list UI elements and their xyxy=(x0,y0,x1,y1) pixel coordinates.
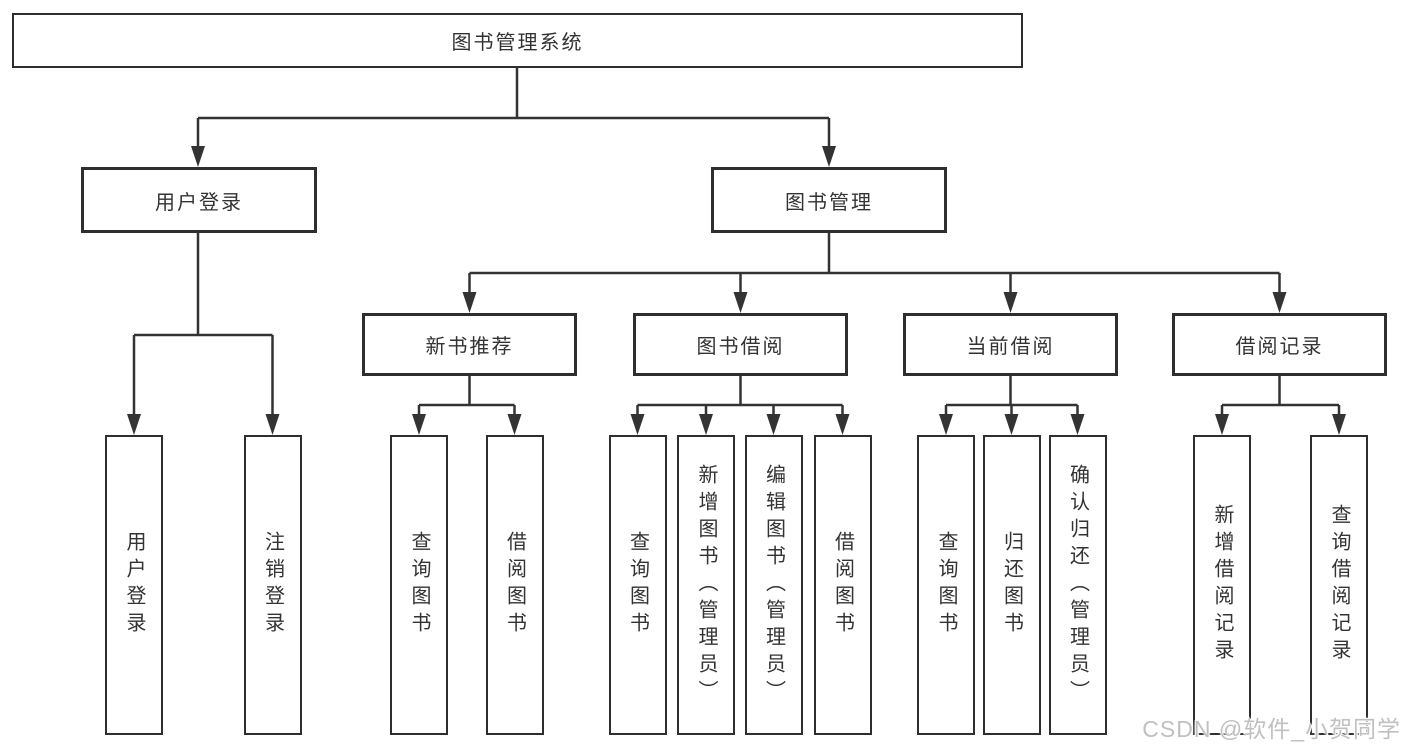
leaf-query-borrow-record: 查询借阅记录 xyxy=(1310,435,1368,735)
arrowheads xyxy=(127,146,1346,435)
leaf-return-books: 归还图书 xyxy=(982,435,1041,735)
leaf-logout: 注销登录 xyxy=(243,435,302,735)
node-borrow-records: 借阅记录 xyxy=(1172,313,1387,376)
node-user-login: 用户登录 xyxy=(81,167,317,233)
watermark: CSDN @软件_小贺同学 xyxy=(1142,716,1401,742)
node-library-system: 图书管理系统 xyxy=(12,13,1023,68)
leaf-query-books-borrowing: 查询图书 xyxy=(608,435,667,735)
leaf-query-books-recommend: 查询图书 xyxy=(390,435,448,735)
leaf-borrow-books-borrowing: 借阅图书 xyxy=(813,435,872,735)
leaf-edit-book-admin: 编辑图书（管理员） xyxy=(744,435,803,735)
leaf-add-borrow-record: 新增借阅记录 xyxy=(1193,435,1251,735)
node-book-management: 图书管理 xyxy=(711,167,947,233)
node-book-borrowing: 图书借阅 xyxy=(633,313,848,376)
leaf-user-login: 用户登录 xyxy=(105,435,163,735)
leaf-query-books-current: 查询图书 xyxy=(917,435,975,735)
leaf-add-book-admin: 新增图书（管理员） xyxy=(677,435,735,735)
leaf-confirm-return-admin: 确认归还（管理员） xyxy=(1048,435,1107,735)
node-current-borrowing: 当前借阅 xyxy=(903,313,1118,376)
leaf-borrow-books-recommend: 借阅图书 xyxy=(485,435,544,735)
node-new-book-recommend: 新书推荐 xyxy=(362,313,577,376)
